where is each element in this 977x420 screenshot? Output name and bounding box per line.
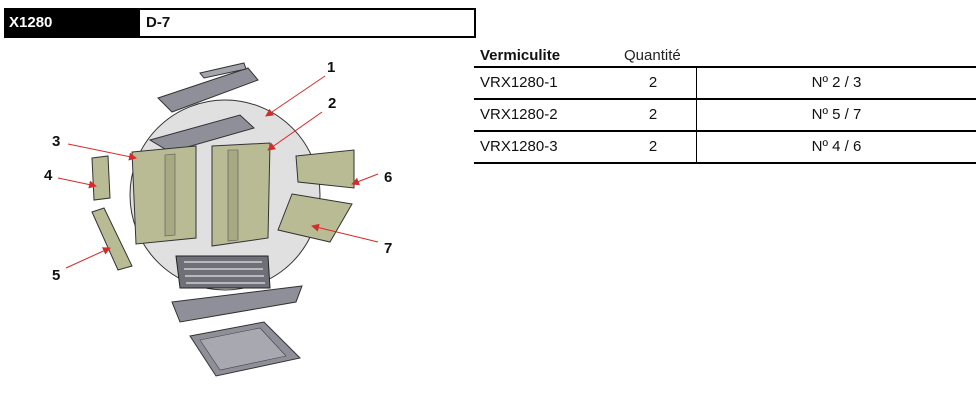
callout-label-5: 5 [52, 267, 60, 284]
table-row: VRX1280-2 2 Nº 5 / 7 [474, 98, 976, 130]
parts-table: Vermiculite Quantité VRX1280-1 2 Nº 2 / … [474, 44, 976, 164]
cell-pos: Nº 4 / 6 [696, 132, 976, 162]
callout-label-2: 2 [328, 95, 336, 112]
side-brick-6 [295, 149, 355, 189]
fire-grate [175, 255, 271, 289]
cell-qty: 2 [648, 74, 658, 91]
side-brick-5 [91, 207, 133, 271]
table-row: VRX1280-3 2 Nº 4 / 6 [474, 130, 976, 164]
top-baffle-plate [157, 67, 259, 113]
exploded-view-diagram: 1 2 3 4 5 6 7 [44, 59, 392, 377]
top-baffle-flange [199, 62, 247, 79]
cell-pos: Nº 2 / 3 [696, 68, 976, 98]
inner-baffle-plate [148, 114, 255, 153]
cell-qty: 2 [648, 106, 658, 123]
table-row: VRX1280-1 2 Nº 2 / 3 [474, 66, 976, 98]
ash-pan-lip [171, 285, 303, 323]
cell-pos: Nº 5 / 7 [696, 100, 976, 130]
col-header-quantity: Quantité [624, 47, 681, 64]
right-panel-groove [227, 149, 239, 242]
callout-arrow-3 [67, 143, 137, 161]
callout-arrow-6 [351, 173, 379, 186]
callout-arrow-2 [267, 111, 323, 151]
left-back-panel [131, 145, 197, 245]
callout-label-1: 1 [327, 59, 335, 76]
reference-box: D-7 [138, 8, 476, 38]
side-brick-4 [91, 155, 111, 201]
cell-ref: VRX1280-1 [480, 74, 558, 91]
callout-label-4: 4 [44, 167, 53, 184]
left-panel-groove [164, 153, 176, 237]
callout-arrow-4 [57, 177, 97, 189]
cell-ref: VRX1280-3 [480, 138, 558, 155]
callout-label-6: 6 [384, 169, 392, 186]
grate-bars [184, 261, 265, 284]
cell-qty: 2 [648, 138, 658, 155]
product-code: X1280 [4, 8, 138, 38]
col-header-vermiculite: Vermiculite [480, 47, 561, 64]
right-back-panel [211, 142, 271, 247]
ash-pan-inner [199, 327, 287, 371]
callout-arrow-5 [65, 247, 111, 269]
floor-brick-7 [277, 193, 353, 243]
callout-label-3: 3 [52, 133, 60, 150]
cell-ref: VRX1280-2 [480, 106, 558, 123]
callout-label-7: 7 [384, 240, 392, 257]
callout-arrow-7 [311, 223, 379, 243]
table-header: Vermiculite Quantité [474, 44, 976, 66]
callout-arrow-1 [265, 75, 326, 117]
